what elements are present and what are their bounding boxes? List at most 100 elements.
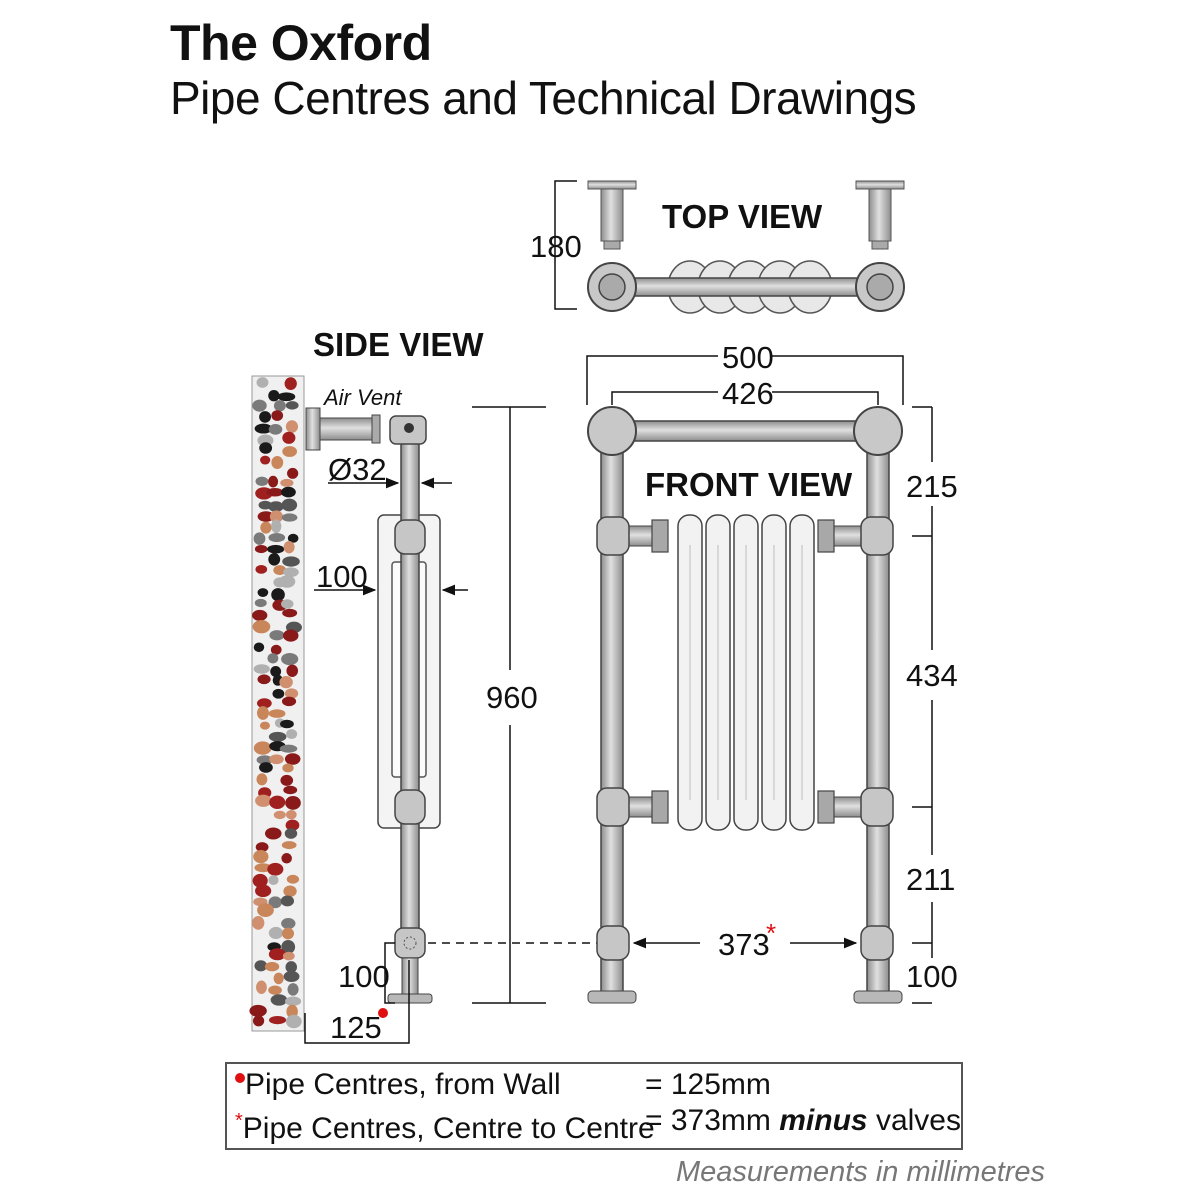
wall-stone: [259, 721, 270, 730]
wall-stone: [253, 642, 265, 653]
wall-stone: [269, 754, 284, 765]
wall-stone: [285, 401, 299, 410]
wall: [249, 375, 305, 1032]
dim-section-lower: 211: [906, 862, 955, 897]
front-view-label: FRONT VIEW: [645, 466, 853, 503]
legend-row2-value-bold: minus: [779, 1104, 868, 1137]
wall-stone: [268, 709, 286, 718]
wall-stone: [280, 478, 294, 487]
wall-stone: [265, 827, 282, 840]
wall-stone: [284, 753, 301, 765]
wall-stone: [268, 475, 279, 488]
legend-row2-value-pre: = 373mm: [645, 1104, 771, 1137]
wall-stone: [282, 431, 296, 444]
wall-stone: [267, 862, 284, 876]
wall-stone: [282, 763, 294, 773]
wall-stone: [256, 980, 267, 995]
wall-stone: [281, 918, 296, 929]
wall-stone: [253, 741, 272, 755]
wall-stone: [280, 895, 295, 907]
wall-stone: [257, 588, 269, 597]
wall-stone: [286, 664, 299, 677]
wall-stone: [283, 540, 295, 554]
wall-stone: [281, 498, 298, 512]
wall-stone: [257, 706, 269, 720]
dim-overall-height: 960: [486, 680, 538, 715]
page-subtitle: Pipe Centres and Technical Drawings: [170, 72, 917, 124]
wall-stone: [269, 510, 284, 523]
legend-row2-value: = 373mm minus valves: [645, 1104, 961, 1138]
dim-front-bottom: 100: [906, 959, 958, 994]
wall-stone: [279, 744, 298, 753]
wall-stone: [255, 476, 269, 486]
wall-stone: [268, 896, 282, 909]
legend-box: Pipe Centres, from Wall = 125mm *Pipe Ce…: [225, 1062, 963, 1150]
side-view-label: SIDE VIEW: [313, 326, 484, 363]
legend-row1-value: = 125mm: [645, 1068, 771, 1101]
wall-stone: [269, 1015, 287, 1025]
wall-stone: [282, 608, 298, 618]
wall-stone: [273, 400, 286, 412]
dim-section-middle: 434: [906, 658, 958, 693]
wall-stone: [287, 983, 299, 996]
wall-stone: [259, 411, 272, 423]
wall-stone: [285, 819, 300, 831]
red-asterisk-icon: *: [235, 1110, 243, 1132]
wall-stone: [281, 940, 296, 954]
wall-stone: [253, 532, 266, 545]
wall-stone: [281, 696, 297, 707]
wall-stone: [284, 377, 297, 390]
legend-row2-value-post: valves: [875, 1104, 961, 1137]
wall-stone: [282, 556, 300, 567]
wall-stone: [256, 377, 269, 388]
wall-stone: [283, 629, 299, 642]
front-view-drawing: [586, 355, 933, 1004]
wall-stone: [287, 467, 299, 479]
wall-stone: [268, 553, 281, 566]
wall-stone: [282, 951, 295, 961]
wall-stone: [268, 501, 284, 513]
wall-stone: [271, 588, 285, 602]
dim-wall-to-pipe: 125: [330, 1010, 382, 1045]
wall-stone: [278, 575, 296, 588]
wall-stone: [284, 828, 298, 839]
wall-stone: [280, 719, 294, 729]
top-view-drawing: [554, 180, 905, 314]
side-view-drawing: [304, 406, 598, 1044]
wall-stone: [287, 533, 299, 543]
wall-stone: [257, 511, 275, 522]
wall-stone: [283, 785, 298, 795]
wall-stone: [249, 1004, 267, 1017]
dim-overall-width: 500: [722, 340, 774, 375]
wall-stone: [268, 948, 286, 961]
dim-radiator-depth: 100: [316, 559, 368, 594]
wall-stone: [252, 399, 267, 412]
wall-stone: [268, 533, 286, 543]
red-dot-icon: [235, 1073, 245, 1083]
wall-stone: [285, 996, 302, 1006]
dim-rail-width: 426: [722, 376, 774, 411]
wall-stone: [254, 598, 267, 608]
asterisk-marker: *: [766, 918, 776, 948]
wall-stone: [279, 676, 293, 689]
page-title: The Oxford: [170, 15, 432, 71]
dim-pipe-diameter: Ø32: [328, 452, 387, 487]
legend-row2-text: Pipe Centres, Centre to Centre: [242, 1112, 655, 1145]
wall-stone: [286, 874, 300, 884]
dim-top-depth: 180: [530, 229, 582, 264]
wall-stone: [281, 653, 299, 666]
wall-stone: [285, 1014, 302, 1029]
wall-stone: [285, 795, 301, 810]
wall-stone: [273, 810, 286, 820]
wall-stone: [254, 544, 268, 554]
wall-stone: [285, 961, 297, 973]
wall-stone: [257, 698, 272, 709]
legend-row1-text: Pipe Centres, from Wall: [245, 1068, 561, 1101]
wall-stone: [280, 774, 294, 786]
wall-stone: [281, 599, 294, 609]
wall-stone: [252, 620, 271, 634]
wall-stone: [267, 544, 285, 554]
wall-stone: [252, 609, 268, 621]
wall-stone: [255, 564, 268, 574]
wall-stone: [252, 916, 265, 930]
